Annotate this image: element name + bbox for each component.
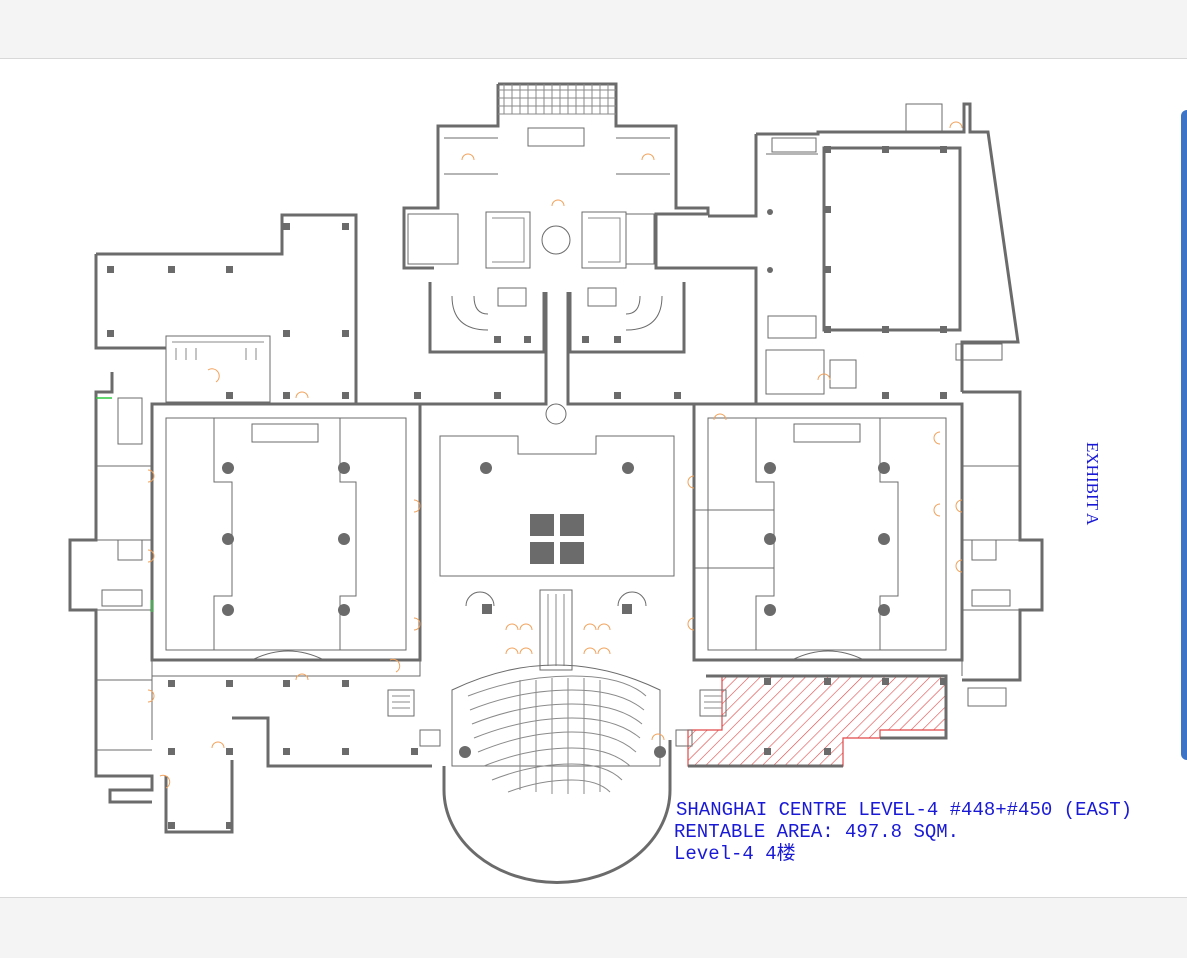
door-swings (147, 121, 963, 789)
caption-area: RENTABLE AREA: 497.8 SQM. (674, 821, 960, 843)
highlighted-unit-area (687, 675, 947, 767)
auditorium-seating (467, 675, 647, 794)
side-panel-tab[interactable] (1181, 110, 1187, 760)
west-column-grid (107, 223, 418, 829)
floor-plan-drawing (68, 82, 1044, 884)
atrium-skylight-grid (530, 514, 584, 564)
top-toolbar (0, 0, 1187, 59)
caption-level: Level-4 4楼 (674, 843, 796, 865)
exhibit-label: EXHIBIT A (1083, 442, 1102, 526)
floor-plan-page[interactable]: EXHIBIT A SHANGHAI CENTRE LEVEL-4 #448+#… (0, 59, 1187, 897)
bottom-toolbar (0, 897, 1187, 958)
caption-title: SHANGHAI CENTRE LEVEL-4 #448+#450 (EAST) (676, 799, 1133, 821)
